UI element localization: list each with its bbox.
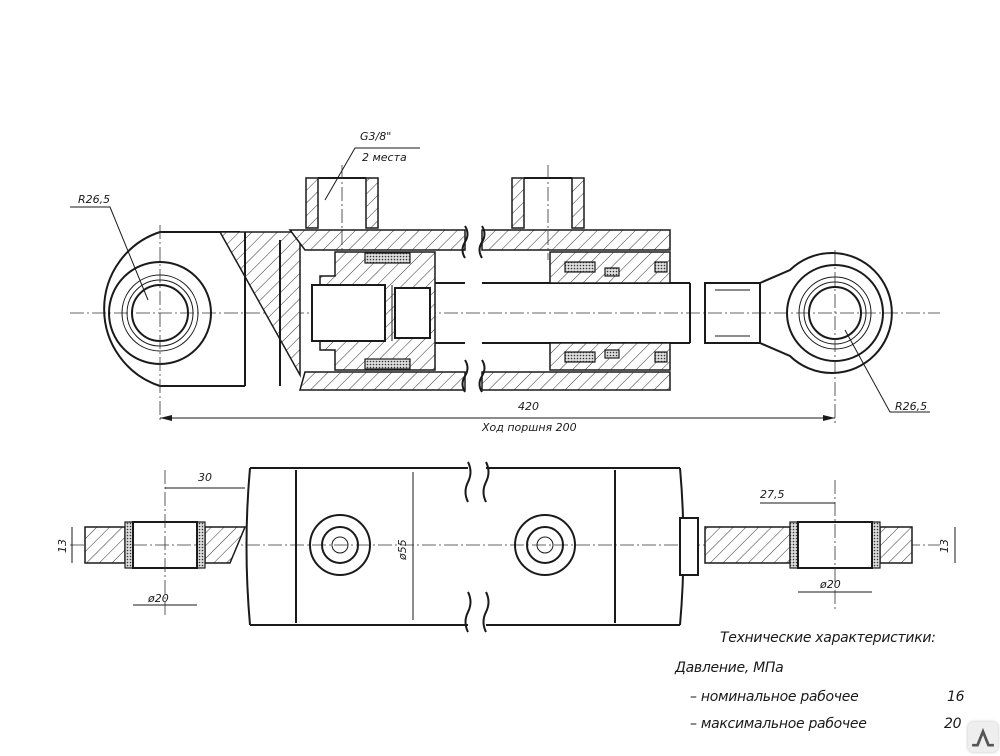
dim-eye-width-right: 13 xyxy=(938,539,951,553)
spec-label: – максимальное рабочее xyxy=(690,716,867,732)
specs-group: Давление, МПа xyxy=(675,660,784,676)
dim-overall-length: 420 xyxy=(518,400,539,413)
port-left xyxy=(305,165,379,260)
port-right xyxy=(511,165,585,260)
port-thread-label: G3/8" xyxy=(360,130,391,143)
dim-body-diameter: ø55 xyxy=(396,539,409,561)
port-boss-left xyxy=(309,514,371,576)
dim-eye-width-left: 13 xyxy=(56,539,69,553)
spec-value: 16 xyxy=(947,689,965,705)
section-view: 420 Ход поршня 200 R26,5 R26,5 G3/8" 2 м… xyxy=(70,130,940,434)
spec-value: 20 xyxy=(944,716,962,732)
top-view: ø55 30 27,5 ø20 ø20 13 13 xyxy=(56,461,956,633)
spec-label: – номинальное рабочее xyxy=(690,689,859,705)
right-eye xyxy=(786,250,884,425)
port-boss-right xyxy=(514,514,576,576)
port-count-label: 2 места xyxy=(362,151,407,164)
watermark-logo xyxy=(968,722,998,752)
dim-right-offset: 27,5 xyxy=(760,488,785,501)
radius-right-label: R26,5 xyxy=(895,400,927,413)
left-eye xyxy=(103,225,245,420)
stroke-label: Ход поршня 200 xyxy=(481,421,577,434)
radius-left-label: R26,5 xyxy=(78,193,110,206)
dim-left-offset: 30 xyxy=(198,471,212,484)
dim-pin-left: ø20 xyxy=(147,592,169,605)
specs-title: Технические характеристики: xyxy=(720,630,936,646)
dim-pin-right: ø20 xyxy=(819,578,841,591)
